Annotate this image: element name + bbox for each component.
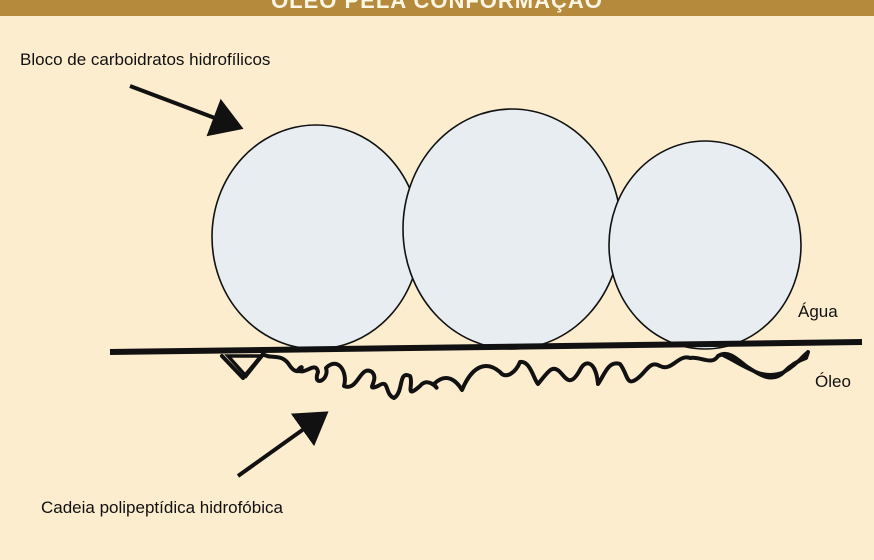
- hydrophobic-polypeptide-chain: [222, 352, 808, 398]
- water-label: Água: [798, 302, 838, 322]
- carbohydrate-sphere-1: [212, 125, 420, 349]
- arrow-to-polypeptide: [238, 416, 322, 476]
- carbohydrate-sphere-2: [403, 109, 621, 349]
- carbohydrate-block-label: Bloco de carboidratos hidrofílicos: [20, 50, 270, 70]
- polypeptide-chain-label: Cadeia polipeptídica hidrofóbica: [41, 498, 283, 518]
- arrow-to-carbohydrate: [130, 86, 236, 126]
- oil-label: Óleo: [815, 372, 851, 392]
- carbohydrate-sphere-3: [609, 141, 801, 349]
